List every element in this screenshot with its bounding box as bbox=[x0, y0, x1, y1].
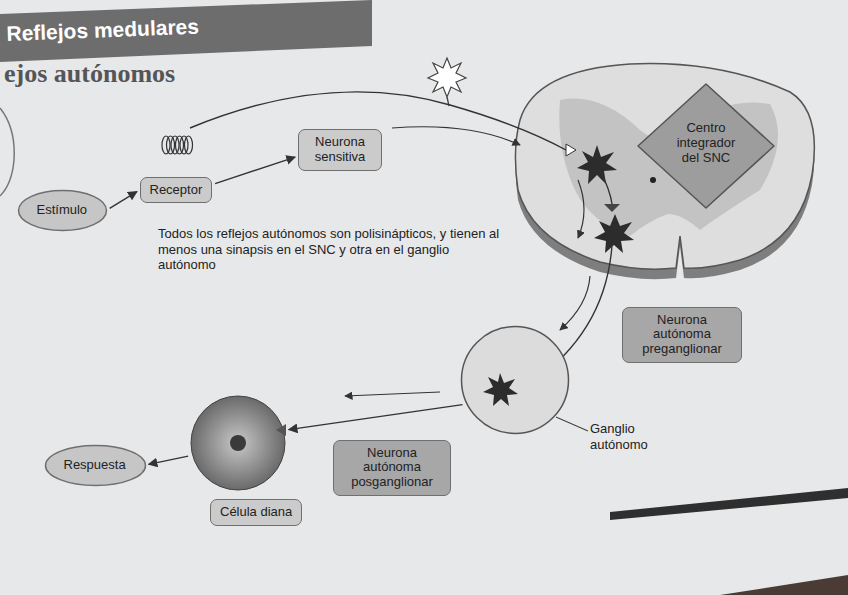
flow-arrow bbox=[578, 180, 584, 238]
node-label: Neurona sensitiva bbox=[308, 135, 372, 165]
flow-arrow bbox=[560, 276, 590, 330]
page-edge bbox=[610, 488, 848, 520]
decision-diamond: Centro integrador del SNC bbox=[636, 82, 776, 210]
neuron-body bbox=[577, 145, 617, 184]
spinal-cord bbox=[515, 64, 814, 270]
node-label: Neurona autónoma posganglionar bbox=[343, 446, 441, 491]
process-box: Neurona autónoma posganglionar bbox=[333, 440, 451, 497]
node-label: Respuesta bbox=[64, 458, 126, 473]
interneuron-axon bbox=[600, 170, 612, 204]
process-box: Receptor bbox=[140, 177, 213, 204]
ganglion-shape bbox=[460, 325, 570, 435]
flow-arrow bbox=[392, 127, 520, 145]
stimulus-icon bbox=[428, 58, 466, 97]
central-canal bbox=[650, 177, 656, 183]
cell-shape bbox=[190, 395, 290, 495]
subtitle: ejos autónomos bbox=[4, 58, 264, 89]
response-oval: Respuesta bbox=[44, 444, 146, 487]
node-label: Receptor bbox=[150, 183, 203, 198]
receptor-coil bbox=[162, 136, 193, 154]
partial-shape bbox=[0, 108, 14, 196]
node-label: Centro integrador del SNC bbox=[668, 121, 744, 166]
connector-arrow bbox=[215, 157, 295, 183]
target-cell: Célula diana bbox=[190, 395, 300, 550]
connector-arrow bbox=[110, 192, 137, 209]
node-label: Neurona autónoma preganglionar bbox=[632, 313, 732, 358]
process-box: Neurona sensitiva bbox=[298, 129, 382, 171]
stimulus-oval: Estímulo bbox=[17, 189, 108, 232]
node-label: Estímulo bbox=[37, 203, 88, 218]
neuron-body bbox=[594, 214, 634, 253]
connector-arrow bbox=[289, 405, 463, 430]
ganglion-circle: Ganglio autónomo bbox=[460, 325, 570, 435]
node-label: Ganglio autónomo bbox=[590, 421, 680, 452]
connector-arrow bbox=[149, 456, 189, 464]
process-box: Neurona autónoma preganglionar bbox=[622, 307, 742, 364]
flow-arrow bbox=[345, 392, 440, 396]
synapse-terminal bbox=[566, 144, 576, 156]
title-band bbox=[0, 0, 372, 62]
synapse-terminal bbox=[604, 204, 620, 212]
table bbox=[720, 575, 848, 595]
node-label: Célula diana bbox=[210, 499, 302, 526]
note-text: Todos los reflejos autónomos son polisin… bbox=[158, 226, 503, 273]
